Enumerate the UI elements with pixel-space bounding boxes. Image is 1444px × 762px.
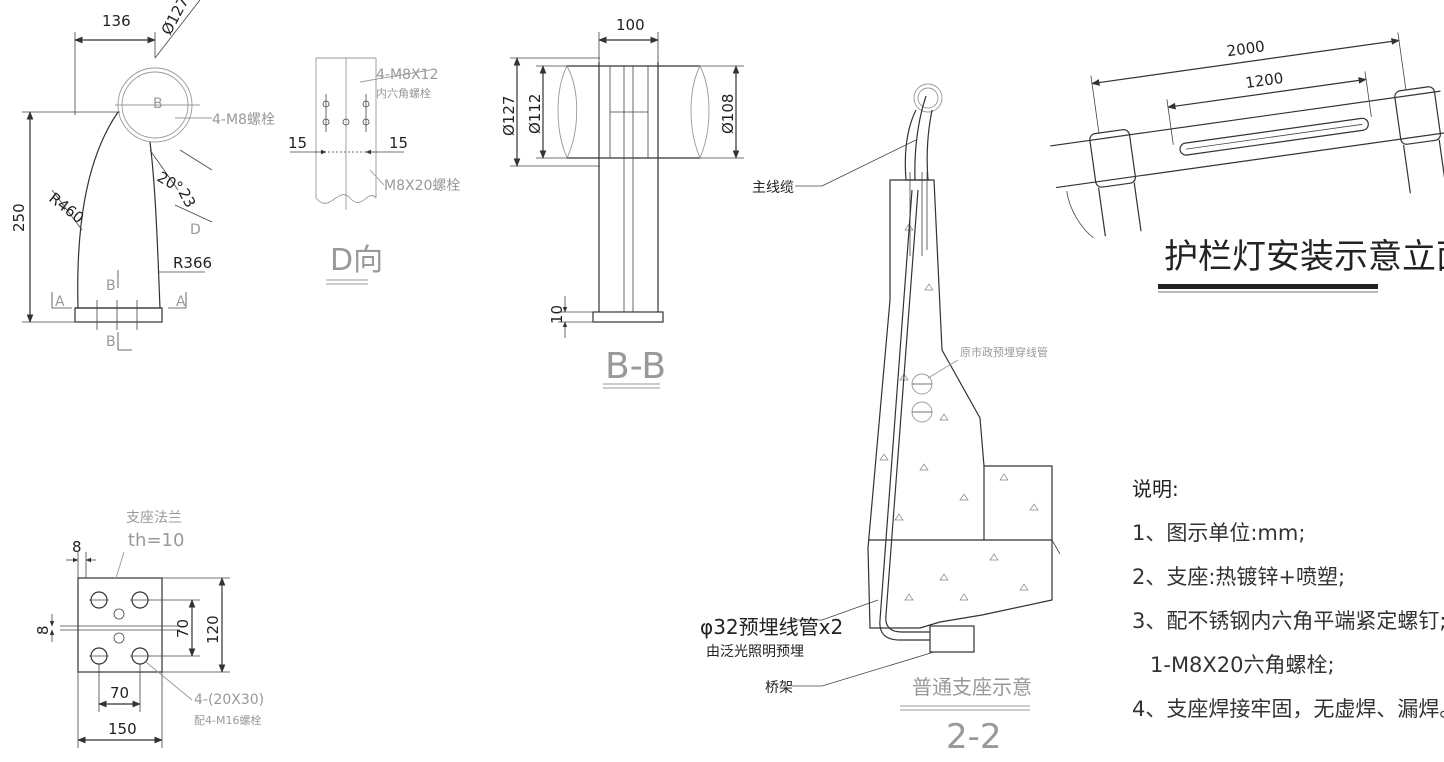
elevation-view: 2000 1200 护栏灯安装示意立面图: [1050, 32, 1444, 293]
section-b-b-title: B-B: [605, 346, 666, 387]
section-mark-b-top: B: [106, 278, 116, 294]
main-cable-label: 主线缆: [752, 180, 794, 196]
section-mark-a-right: A: [176, 294, 186, 310]
flange-bolt-spec: 配4-M16螺栓: [194, 713, 261, 727]
notes-title: 说明:: [1132, 477, 1179, 501]
elevation-title: 护栏灯安装示意立面图: [1164, 237, 1444, 277]
dim-width-100: 100: [616, 16, 645, 34]
dim-70-horizontal: 70: [110, 684, 129, 702]
dim-thickness-10: 10: [548, 305, 566, 324]
note-3: 3、配不锈钢内六角平端紧定螺钉;: [1132, 609, 1444, 633]
note-1: 1、图示单位:mm;: [1132, 521, 1305, 545]
support-subtitle: 普通支座示意: [912, 675, 1032, 699]
concrete-hatch: [879, 223, 1039, 601]
dim-15-left: 15: [288, 134, 307, 152]
bracket-detail-view: 136 Ø127 B 4-M8螺栓 250 R460 20° 23 D R366…: [10, 0, 275, 351]
notes-block: 说明: 1、图示单位:mm; 2、支座:热镀锌+喷塑; 3、配不锈钢内六角平端紧…: [1132, 477, 1444, 721]
embedded-pipe-label: φ32预埋线管x2: [700, 615, 843, 639]
dim-length-2000: 2000: [1226, 37, 1266, 60]
dim-diameter-112: Ø112: [526, 94, 544, 134]
bolt-type-hex-socket: 内六角螺栓: [376, 86, 431, 100]
dim-70-vertical: 70: [174, 619, 192, 638]
d-view-title: D向: [330, 243, 383, 278]
dim-width-136: 136: [102, 12, 131, 30]
dim-diameter-127: Ø127: [158, 0, 193, 38]
dim-diameter-108: Ø108: [719, 94, 737, 134]
dim-120: 120: [204, 615, 222, 644]
flange-plate-view: 支座法兰 th=10 8 8 70 120 70 150 4-(20X30) 配…: [34, 510, 264, 748]
conduit-label: 原市政预埋穿线管: [960, 345, 1048, 359]
d-direction-view: 4-M8X12 内六角螺栓 15 15 M8X20螺栓 D向: [288, 57, 460, 285]
section-mark-a-left: A: [55, 294, 65, 310]
hole-spec: 4-(20X30): [194, 692, 264, 708]
section-b-b-view: 100 Ø127 Ø112 Ø108 10 B-B: [500, 16, 744, 389]
dim-15-right: 15: [389, 134, 408, 152]
flange-thickness: th=10: [128, 530, 184, 551]
note-2: 2、支座:热镀锌+喷塑;: [1132, 565, 1345, 589]
dim-radius-366: R366: [173, 254, 212, 272]
dim-8-left: 8: [34, 625, 52, 635]
dim-height-250: 250: [10, 203, 28, 232]
dim-length-1200: 1200: [1244, 69, 1284, 92]
section-2-2-view: 原市政预埋穿线管 主线缆 φ32预埋线管x2 由泛光照明预埋 桥架 普通支座示意…: [700, 83, 1061, 757]
dim-diameter-127-bb: Ø127: [500, 96, 518, 136]
section-mark-b-bottom: B: [106, 334, 116, 350]
dim-8-top: 8: [72, 538, 82, 556]
note-3-continued: 1-M8X20六角螺栓;: [1150, 653, 1335, 677]
bolt-label-m8x20: M8X20螺栓: [384, 178, 460, 194]
embedded-pipe-note: 由泛光照明预埋: [706, 644, 804, 660]
direction-label-d: D: [190, 222, 201, 238]
bridge-label: 桥架: [765, 680, 793, 696]
bolt-spec-m8x12: 4-M8X12: [376, 67, 438, 83]
flange-label: 支座法兰: [126, 510, 182, 526]
dim-150: 150: [108, 720, 137, 738]
bolt-label-m8: 4-M8螺栓: [212, 112, 275, 128]
radius-label-b: B: [153, 96, 163, 112]
section-2-2-title: 2-2: [946, 717, 1002, 757]
note-4: 4、支座焊接牢固，无虚焊、漏焊。: [1132, 697, 1444, 721]
